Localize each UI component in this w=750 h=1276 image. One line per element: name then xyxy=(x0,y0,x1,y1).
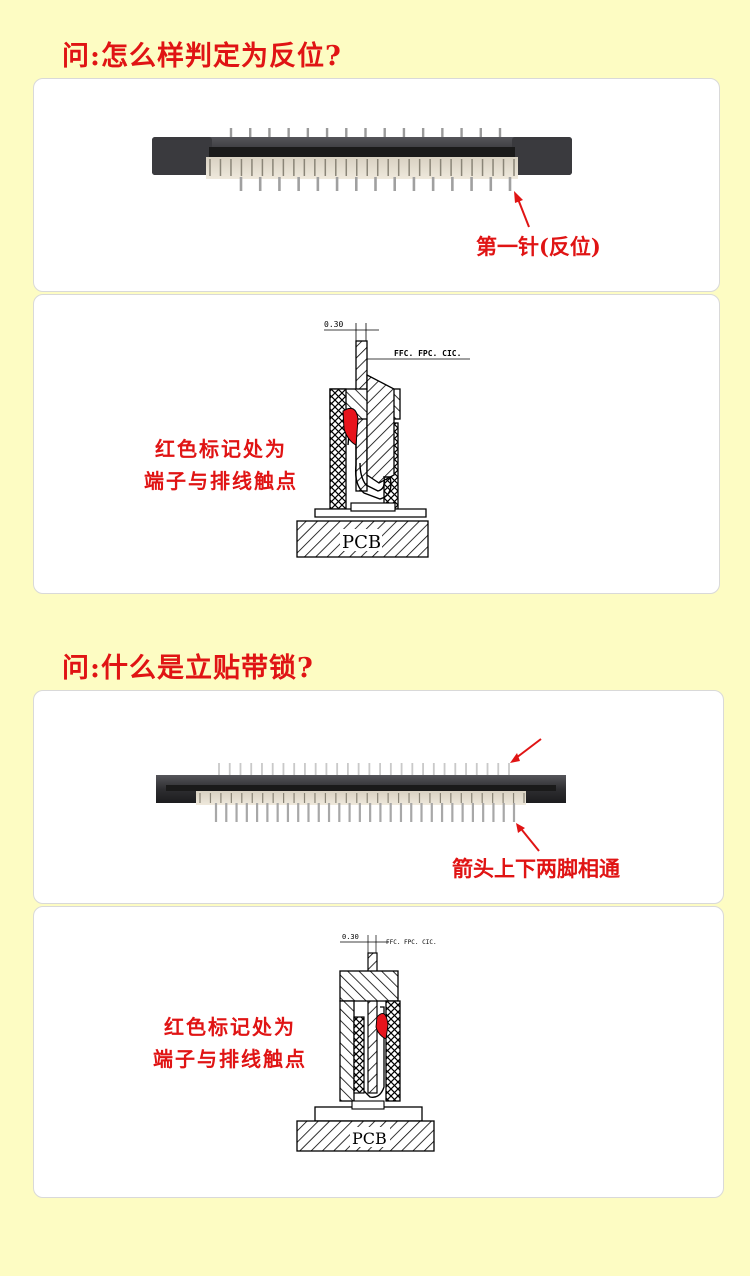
question-vertical-lock-heading: 问:什么是立贴带锁? xyxy=(62,653,314,684)
pcb-label: PCB xyxy=(352,1129,387,1148)
cable-label: FFC. FPC. CIC. xyxy=(386,939,437,946)
pcb-label: PCB xyxy=(342,532,381,553)
connector-photo-card-reverse: 第一针(反位) xyxy=(33,78,720,292)
contact-note-reverse: 红色标记处为 端子与排线触点 xyxy=(144,437,298,493)
connector-photo-card-vertical: 箭头上下两脚相通 xyxy=(33,690,724,904)
first-pin-annotation: 第一针(反位) xyxy=(476,234,601,259)
cross-section-card-reverse: 红色标记处为 端子与排线触点 0.30 FFC. FPC. CIC. PCB xyxy=(33,294,720,594)
connector-photo-reverse xyxy=(152,128,572,228)
dimension-label: 0.30 xyxy=(324,320,343,329)
question-reverse-heading: 问:怎么样判定为反位? xyxy=(62,41,342,72)
cross-section-card-vertical: 红色标记处为 端子与排线触点 0.30 FFC. FPC. CIC. PCB xyxy=(33,906,724,1198)
cross-section-diagram-reverse: 0.30 FFC. FPC. CIC. PCB xyxy=(296,320,470,558)
connector-photo-vertical xyxy=(156,738,566,852)
contact-note-vertical: 红色标记处为 端子与排线触点 xyxy=(153,1015,307,1071)
cable-label: FFC. FPC. CIC. xyxy=(394,349,461,358)
cross-section-diagram-vertical: 0.30 FFC. FPC. CIC. PCB xyxy=(296,933,437,1152)
connected-pins-annotation: 箭头上下两脚相通 xyxy=(452,856,620,881)
dimension-label: 0.30 xyxy=(342,933,359,941)
